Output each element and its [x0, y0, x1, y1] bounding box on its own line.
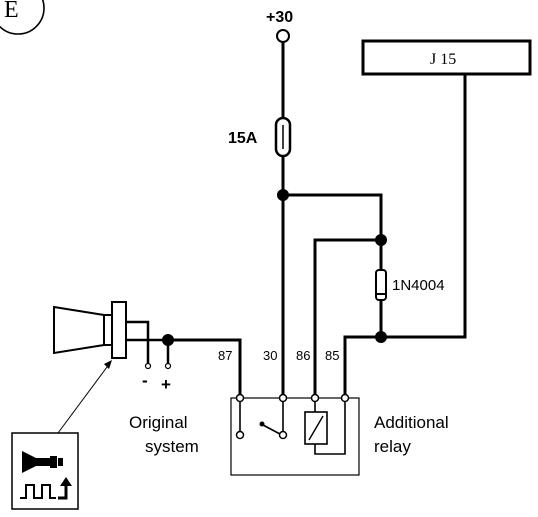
- fuse: [274, 116, 292, 158]
- pin-87-terminal: [235, 393, 245, 403]
- diode: [375, 269, 387, 301]
- diode-label: 1N4004: [392, 277, 445, 294]
- original-system-line1: Original: [129, 413, 188, 432]
- wire-horn-to-pin-87: [168, 338, 242, 394]
- switch-blade: [262, 424, 281, 435]
- switch-contact-30: [278, 430, 288, 440]
- supply-terminal: [276, 29, 290, 43]
- supply-label: +30: [266, 9, 293, 26]
- horn-neck: [103, 314, 113, 346]
- relay-switch: [235, 402, 288, 440]
- horn-housing: [111, 301, 127, 359]
- pulse-glyph: [20, 484, 56, 499]
- horn-terminal-plus: [164, 362, 172, 370]
- horn-plus-label: +: [161, 375, 171, 394]
- ignition-box: [361, 39, 532, 76]
- relay-coil: [304, 402, 346, 455]
- horn-wire-minus: [126, 320, 150, 364]
- horn-glyph-body: [50, 456, 57, 468]
- corner-label: E: [4, 0, 19, 23]
- switch-contact-87: [235, 430, 245, 440]
- pin-86-label: 86: [296, 348, 310, 363]
- horn-symbol-icon: [11, 432, 79, 510]
- pin-30-label: 30: [263, 348, 277, 363]
- additional-relay-line1: Additional: [374, 413, 449, 432]
- coil-diagonal: [308, 415, 324, 441]
- arrow-glyph-head: [60, 477, 72, 486]
- original-system-line2: system: [145, 437, 199, 456]
- diode-body: [375, 269, 387, 301]
- wire-j15-to-pin-85: [343, 74, 467, 398]
- horn-bell: [53, 305, 105, 355]
- switch-pivot: [259, 421, 265, 427]
- coil-lead-85: [314, 402, 346, 455]
- pin-30-terminal: [278, 393, 288, 403]
- horn-glyph-cap: [58, 458, 63, 466]
- pointer-line: [57, 362, 111, 434]
- corner-label-group: E: [0, 0, 45, 35]
- pin-86-terminal: [310, 393, 320, 403]
- additional-relay-line2: relay: [374, 437, 411, 456]
- wire-to-diode: [283, 193, 383, 270]
- ignition-box-label: J 15: [430, 51, 456, 68]
- arrow-glyph-stem: [58, 484, 68, 500]
- pointer-arrowhead: [104, 360, 112, 369]
- wire-to-pin-86: [313, 238, 381, 398]
- horn-terminal-minus: [144, 362, 152, 370]
- fuse-label: 15A: [228, 130, 258, 147]
- relay-box: [230, 397, 360, 476]
- pin-85-label: 85: [325, 348, 339, 363]
- horn: [53, 301, 127, 359]
- pin-87-label: 87: [218, 348, 232, 363]
- corner-circle: [0, 0, 45, 35]
- pin-85-terminal: [340, 393, 350, 403]
- horn-minus-label: -: [142, 371, 148, 390]
- horn-glyph-bell: [22, 451, 50, 473]
